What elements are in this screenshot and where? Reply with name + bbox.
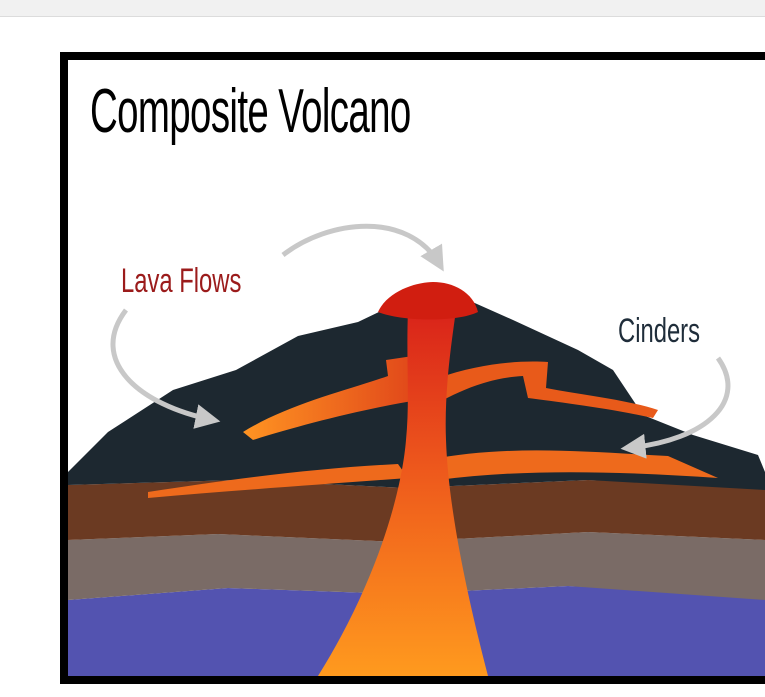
arrow-lava-flows — [110, 308, 221, 429]
lava-flow-lower-left — [148, 464, 408, 498]
diagram-title: Composite Volcano — [90, 77, 411, 146]
lava-flow-upper-right — [438, 361, 658, 418]
volcano-illustration — [68, 223, 765, 676]
cinders-label: Cinders — [618, 312, 701, 350]
lava-flows-label: Lava Flows — [121, 262, 242, 300]
arrow-cinders — [620, 356, 731, 459]
lava-flow-upper-left — [243, 356, 418, 440]
browser-top-bar — [0, 0, 765, 17]
vent-top — [378, 282, 478, 320]
diagram-frame: Composite Volcano Lava Flows Cinders — [60, 52, 765, 684]
arrow-summit — [281, 223, 444, 272]
diagram-canvas: Composite Volcano Lava Flows Cinders — [68, 60, 765, 676]
magma-conduit — [318, 310, 488, 676]
